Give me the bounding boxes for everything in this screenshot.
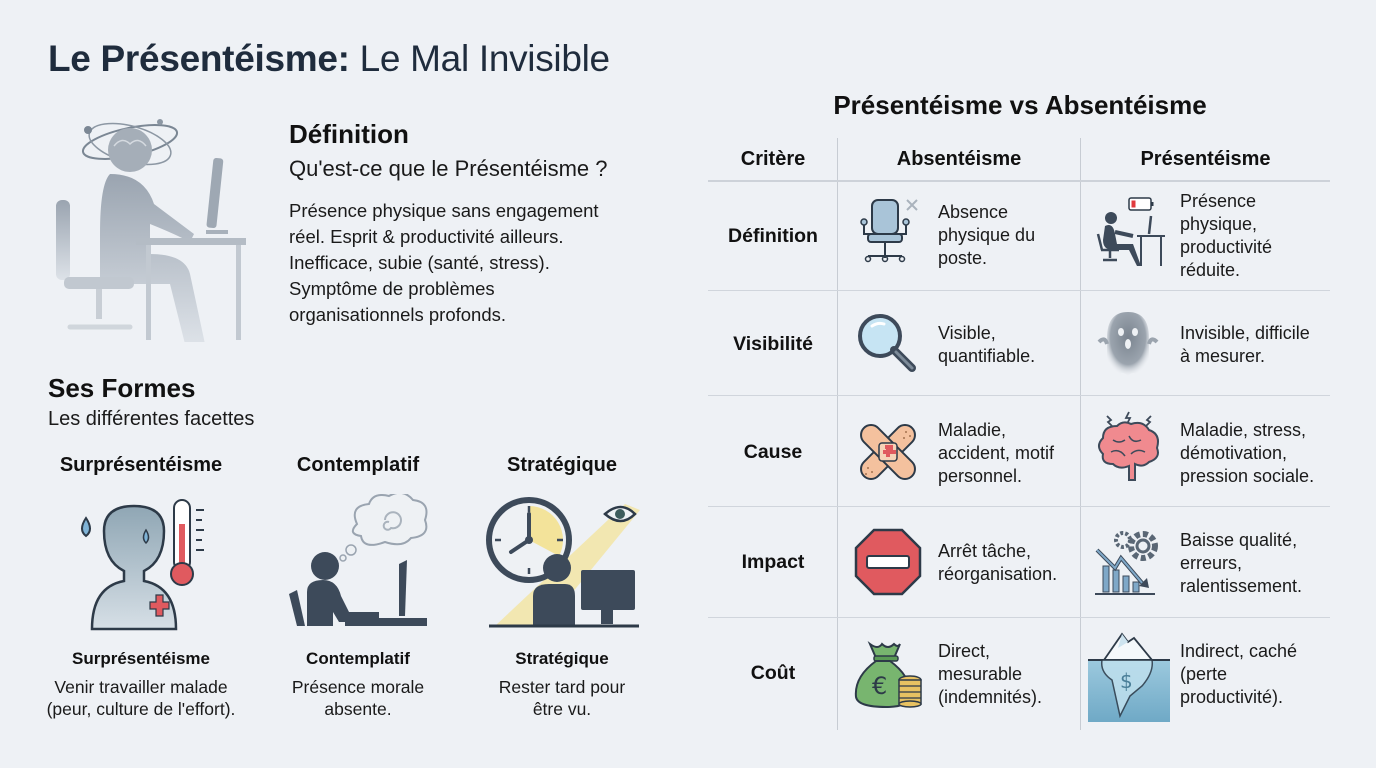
empty-chair-icon [854,196,922,264]
cell-line: Indirect, caché [1180,641,1298,661]
forme-desc-line: (peur, culture de l'effort). [46,699,236,719]
cell-line: réorganisation. [938,564,1058,584]
row-divider [708,290,1330,291]
forme-name-surpresenteisme: Surprésentéisme [72,649,210,668]
low-battery-worker-icon [1093,196,1165,266]
row-criterion-definition: Définition [728,225,818,247]
cell-line: (perte [1180,664,1228,684]
cell-line: physique, [1180,214,1258,234]
cell-line: (indemnités). [938,687,1043,707]
stressed-brain-icon [1093,410,1161,481]
definition-heading: Définition [289,119,409,149]
forme-desc-surpresenteisme: Venir travailler malade (peur, culture d… [26,676,256,720]
comparison-title: Présentéisme vs Absentéisme [833,90,1207,120]
forme-desc-strategique: Rester tard pour être vu. [447,676,677,720]
cell-line: démotivation, [1180,443,1288,463]
column-divider [837,138,838,730]
forme-name-strategique: Stratégique [515,649,609,668]
cell-absent-impact: Arrêt tâche, réorganisation. [938,540,1057,586]
definition-line: Présence physique sans engagement [289,200,599,221]
formes-subheading: Les différentes facettes [48,408,255,430]
comparison-table: Critère Absentéisme Présentéisme Définit… [708,138,1330,730]
cell-line: quantifiable. [938,346,1036,366]
row-divider [708,617,1330,618]
page-title-bold: Le Présentéisme: [48,38,350,79]
forme-desc-line: Venir travailler malade [54,677,228,697]
cell-line: Maladie, [938,420,1007,440]
row-criterion-cause: Cause [743,441,803,463]
cell-line: erreurs, [1180,553,1243,573]
cell-line: Baisse qualité, [1180,530,1298,550]
cell-present-impact: Baisse qualité, erreurs, ralentissement. [1180,529,1302,598]
cell-line: Invisible, difficile [1180,323,1310,343]
header-divider [708,180,1330,182]
cell-line: Visible, [938,323,996,343]
cell-absent-visibilite: Visible, quantifiable. [938,322,1035,368]
cell-line: Direct, [938,641,991,661]
cell-line: mesurable [938,664,1023,684]
distracted-worker-icon [50,112,250,344]
column-header-critere: Critère [740,148,806,170]
cell-line: poste. [938,248,988,268]
forme-title-contemplatif: Contemplatif [296,454,420,476]
cell-present-definition: Présence physique, productivité réduite. [1180,190,1272,282]
money-bag-euro-icon: € [854,638,922,709]
row-criterion-impact: Impact [741,551,805,573]
page-title: Le Présentéisme: Le Mal Invisible [48,38,610,80]
forme-desc-contemplatif: Présence morale absente. [243,676,473,720]
cell-line: Arrêt tâche, [938,541,1032,561]
forme-title-surpresenteisme: Surprésentéisme [59,454,223,476]
cell-line: physique du [938,225,1036,245]
cell-line: Maladie, stress, [1180,420,1307,440]
cell-present-cout: Indirect, caché (perte productivité). [1180,640,1297,709]
definition-subheading: Qu'est-ce que le Présentéisme ? [289,156,608,181]
declining-chart-gear-icon [1093,526,1161,595]
cell-absent-definition: Absence physique du poste. [938,201,1035,270]
cell-absent-cout: Direct, mesurable (indemnités). [938,640,1042,709]
cell-absent-cause: Maladie, accident, motif personnel. [938,419,1054,488]
cell-line: ralentissement. [1180,576,1303,596]
cell-line: Présence [1180,191,1257,211]
definition-line: réel. Esprit & productivité ailleurs. [289,226,564,247]
cell-line: à mesurer. [1180,346,1266,366]
cell-line: réduite. [1180,260,1241,280]
page-title-light: Le Mal Invisible [359,38,611,79]
formes-heading: Ses Formes [48,373,196,403]
forme-desc-line: être vu. [532,699,592,719]
row-criterion-cout: Coût [750,662,796,684]
definition-line: organisationnels profonds. [289,304,507,325]
forme-desc-line: Présence morale [291,677,425,697]
clock-watched-worker-icon [485,494,645,634]
stop-sign-icon [854,528,922,596]
iceberg-dollar-icon: $ [1088,630,1170,722]
daydreaming-worker-icon [287,491,447,634]
svg-text:€: € [872,672,887,700]
column-header-absenteisme: Absentéisme [896,148,1022,170]
cell-line: pression sociale. [1180,466,1315,486]
cell-line: personnel. [938,466,1023,486]
cell-line: productivité). [1180,687,1284,707]
row-criterion-visibilite: Visibilité [733,333,813,355]
definition-body: Présence physique sans engagement réel. … [289,198,649,328]
sick-person-thermometer-icon [74,494,234,634]
forme-desc-line: absente. [324,699,392,719]
column-header-presenteisme: Présentéisme [1140,148,1271,170]
cell-present-visibilite: Invisible, difficile à mesurer. [1180,322,1310,368]
column-divider [1080,138,1081,730]
forme-name-contemplatif: Contemplatif [306,649,410,668]
svg-text:$: $ [1120,669,1133,693]
bandage-icon [854,418,922,486]
cell-present-cause: Maladie, stress, démotivation, pression … [1180,419,1314,488]
cell-line: Absence [938,202,1009,222]
magnifier-icon [854,310,922,378]
definition-line: Symptôme de problèmes [289,278,495,299]
row-divider [708,395,1330,396]
cell-line: productivité [1180,237,1273,257]
row-divider [708,506,1330,507]
definition-line: Inefficace, subie (santé, stress). [289,252,550,273]
cell-line: accident, motif [938,443,1055,463]
forme-desc-line: Rester tard pour [498,677,626,697]
forme-title-strategique: Stratégique [506,454,618,476]
ghost-icon [1093,306,1161,376]
